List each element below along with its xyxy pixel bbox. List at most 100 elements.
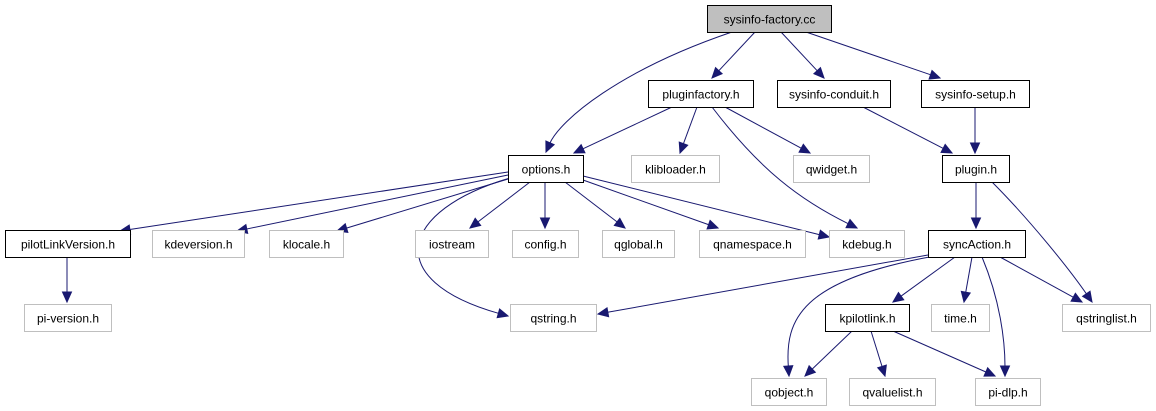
- node-box[interactable]: [777, 80, 891, 108]
- node-box: [829, 230, 905, 258]
- edge-options_h-to-pilotLinkVersion_h: [118, 171, 509, 235]
- node-options-h[interactable]: options.h: [508, 155, 584, 183]
- node-box[interactable]: [5, 230, 131, 258]
- arrowhead-icon: [876, 364, 887, 378]
- node-box: [602, 230, 675, 258]
- edge-line: [870, 330, 883, 368]
- arrowhead-icon: [798, 143, 812, 154]
- edge-line: [582, 179, 710, 226]
- edge-line: [780, 31, 819, 72]
- node-sysinfo-conduit-h[interactable]: sysinfo-conduit.h: [777, 80, 891, 108]
- node-label: config.h: [524, 238, 566, 252]
- edge-line: [965, 256, 973, 294]
- node-pluginfactory-h[interactable]: pluginfactory.h: [648, 80, 754, 108]
- arrowhead-icon: [892, 291, 905, 303]
- edge-line: [582, 175, 821, 236]
- edge-syncAction_h-to-qstringlist_h: [999, 256, 1084, 303]
- node-sysinfo-setup-h[interactable]: sysinfo-setup.h: [921, 80, 1030, 108]
- arrowhead-icon: [983, 366, 997, 377]
- edge-kpilotlink_h-to-pi_dlp_h: [892, 330, 997, 377]
- edge-options_h-to-qnamespace_h: [582, 179, 720, 230]
- node-kpilotlink-h[interactable]: kpilotlink.h: [825, 304, 910, 332]
- node-label: klibloader.h: [645, 163, 706, 177]
- edge-syncAction_h-to-kpilotlink_h: [892, 256, 956, 303]
- node-box[interactable]: [508, 155, 584, 183]
- arrowhead-icon: [1081, 290, 1093, 304]
- node-pilotLinkVersion-h[interactable]: pilotLinkVersion.h: [5, 230, 131, 258]
- edge-line: [811, 330, 853, 371]
- edge-kpilotlink_h-to-qvaluelist_h: [870, 330, 887, 378]
- node-label: options.h: [522, 163, 571, 177]
- edge-sysinfo_factory_cc-to-sysinfo_conduit_h: [780, 31, 825, 79]
- node-qstringlist-h: qstringlist.h: [1062, 304, 1151, 332]
- node-label: pi-version.h: [37, 312, 99, 326]
- arrowhead-icon: [845, 218, 859, 229]
- node-label: pilotLinkVersion.h: [21, 238, 115, 252]
- node-label: plugin.h: [955, 163, 997, 177]
- arrowhead-icon: [999, 365, 1011, 378]
- node-label: qstring.h: [530, 312, 576, 326]
- node-iostream: iostream: [415, 230, 489, 258]
- node-qglobal-h: qglobal.h: [602, 230, 675, 258]
- edge-pilotLinkVersion_h-to-pi_version_h: [61, 257, 73, 304]
- node-box: [152, 230, 245, 258]
- node-box[interactable]: [921, 80, 1030, 108]
- node-sysinfo-factory-cc[interactable]: sysinfo-factory.cc: [707, 5, 832, 33]
- node-label: sysinfo-conduit.h: [789, 88, 879, 102]
- node-box[interactable]: [928, 230, 1026, 258]
- node-box: [849, 378, 936, 406]
- node-box: [269, 230, 344, 258]
- edge-line: [128, 171, 509, 231]
- edge-syncAction_h-to-time_h: [960, 256, 973, 304]
- arrowhead-icon: [782, 365, 794, 378]
- node-box: [415, 230, 489, 258]
- node-box: [631, 155, 720, 183]
- edge-line: [717, 31, 756, 72]
- node-qvaluelist-h: qvaluelist.h: [849, 378, 936, 406]
- arrowhead-icon: [817, 229, 831, 240]
- edge-options_h-to-iostream: [469, 181, 531, 229]
- edge-line: [345, 178, 509, 229]
- edge-syncAction_h-to-qobject_h: [782, 255, 936, 378]
- edge-options_h-to-kdeversion_h: [235, 174, 509, 235]
- edge-options_h-to-config_h: [539, 182, 551, 230]
- node-plugin-h[interactable]: plugin.h: [942, 155, 1010, 183]
- node-box: [510, 304, 597, 332]
- node-qwidget-h: qwidget.h: [793, 155, 870, 183]
- node-label: sysinfo-setup.h: [935, 88, 1016, 102]
- node-label: kdeversion.h: [164, 238, 232, 252]
- arrowhead-icon: [1070, 292, 1084, 303]
- arrowhead-icon: [678, 141, 689, 155]
- node-label: kdebug.h: [842, 238, 891, 252]
- edge-line: [724, 106, 803, 150]
- node-box[interactable]: [942, 155, 1010, 183]
- node-label: pluginfactory.h: [662, 88, 739, 102]
- edge-syncAction_h-to-qstring_h: [596, 254, 929, 318]
- node-box[interactable]: [648, 80, 754, 108]
- arrowhead-icon: [706, 219, 720, 230]
- edge-line: [476, 181, 531, 223]
- node-label: qnamespace.h: [713, 238, 792, 252]
- node-kdebug-h: kdebug.h: [829, 230, 905, 258]
- arrowhead-icon: [572, 143, 586, 154]
- node-label: qwidget.h: [806, 163, 857, 177]
- edge-line: [682, 106, 698, 145]
- edge-line: [787, 255, 936, 368]
- node-box: [24, 304, 112, 332]
- edge-line: [549, 31, 733, 144]
- arrowhead-icon: [61, 291, 73, 304]
- edge-sysinfo_factory_cc-to-pluginfactory_h: [711, 31, 756, 79]
- node-label: iostream: [429, 238, 475, 252]
- arrowhead-icon: [469, 217, 482, 229]
- edge-kpilotlink_h-to-qobject_h: [804, 330, 853, 377]
- node-box[interactable]: [825, 304, 910, 332]
- node-qobject-h: qobject.h: [751, 378, 827, 406]
- node-config-h: config.h: [512, 230, 579, 258]
- node-label: time.h: [944, 312, 977, 326]
- edge-line: [981, 256, 1006, 368]
- edge-pluginfactory_h-to-options_h: [572, 106, 673, 154]
- node-syncAction-h[interactable]: syncAction.h: [928, 230, 1026, 258]
- node-box[interactable]: [707, 5, 832, 33]
- nodes-layer: sysinfo-factory.cc pluginfactory.h sysinfo…: [5, 5, 1151, 406]
